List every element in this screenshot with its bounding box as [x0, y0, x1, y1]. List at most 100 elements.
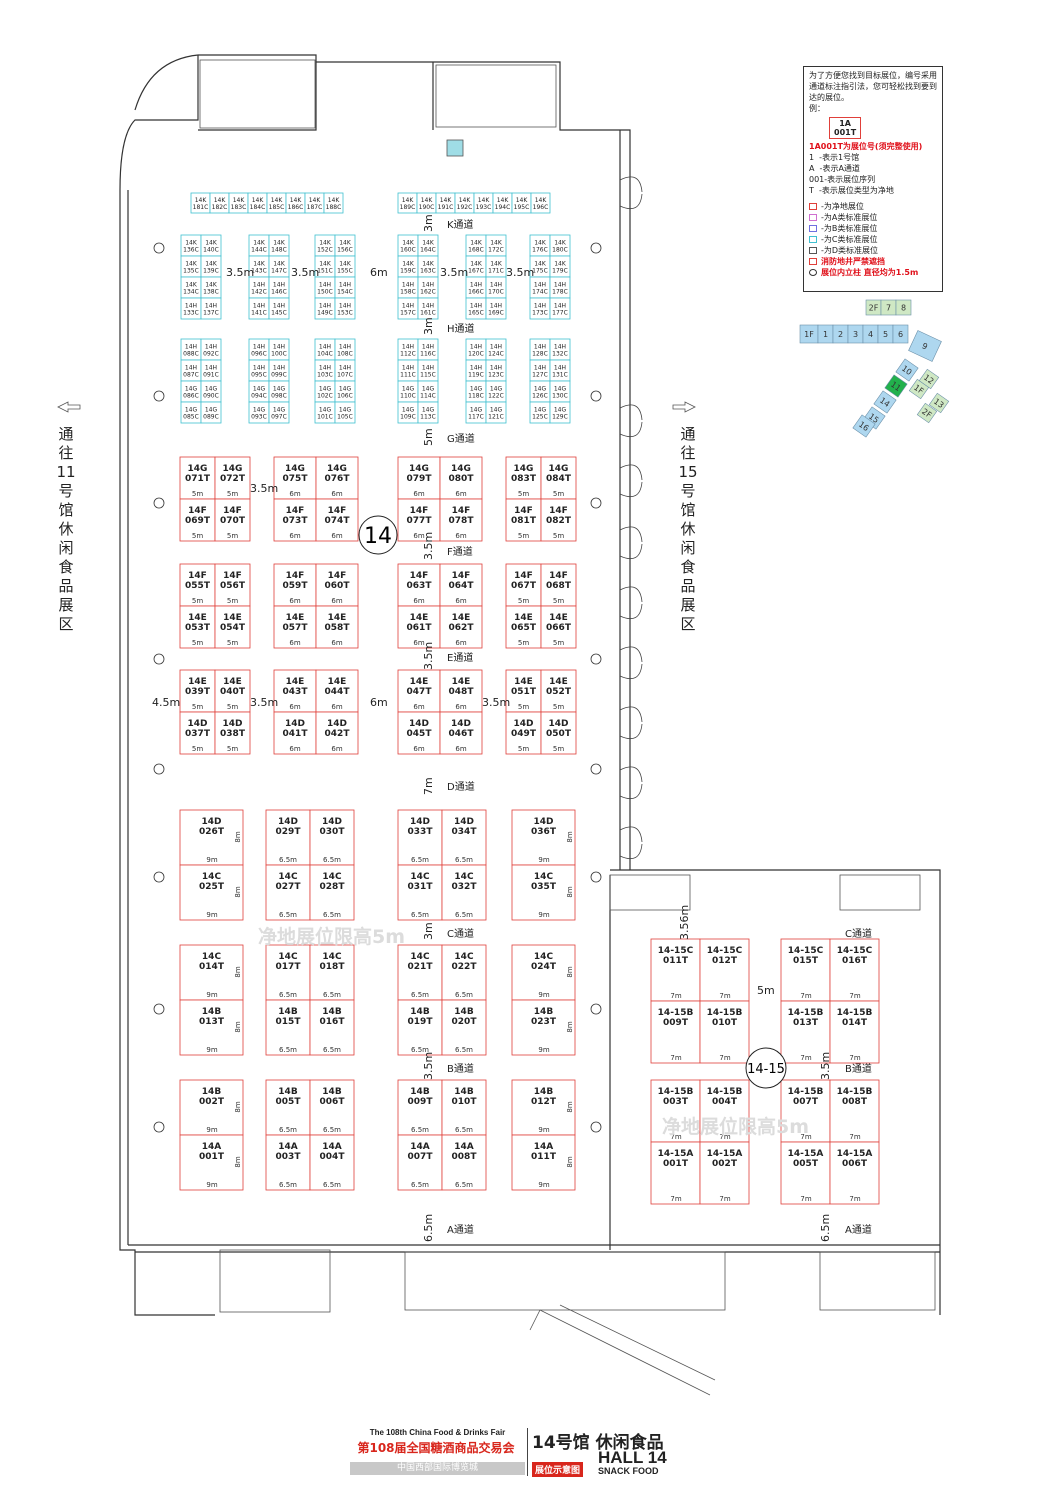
booth[interactable]: 14K194C — [492, 192, 513, 214]
booth[interactable]: 14F069T — [179, 498, 216, 542]
booth[interactable]: 14C017T — [265, 944, 311, 1001]
booth[interactable]: 14B009T — [397, 1079, 443, 1136]
booth[interactable]: 14K147C — [268, 255, 290, 278]
booth[interactable]: 14-15A001T — [650, 1141, 701, 1205]
booth[interactable]: 14G122C — [485, 380, 507, 403]
booth[interactable]: 14E048T — [439, 669, 483, 713]
booth[interactable]: 14E047T — [397, 669, 441, 713]
booth[interactable]: 14G093C — [248, 401, 270, 424]
booth[interactable]: 14H170C — [485, 276, 507, 299]
booth[interactable]: 14H150C — [314, 276, 336, 299]
booth[interactable]: 14K189C — [397, 192, 418, 214]
booth[interactable]: 14K140C — [200, 234, 222, 257]
booth[interactable]: 14D049T — [505, 711, 542, 755]
booth[interactable]: 14H165C — [465, 297, 487, 320]
booth[interactable]: 14G117C — [465, 401, 487, 424]
booth[interactable]: 14D038T — [214, 711, 251, 755]
booth[interactable]: 14K167C — [465, 255, 487, 278]
booth[interactable]: 14K179C — [549, 255, 571, 278]
booth[interactable]: 14G126C — [529, 380, 551, 403]
booth[interactable]: 14E058T — [315, 605, 359, 649]
booth[interactable]: 14H173C — [529, 297, 551, 320]
booth[interactable]: 14G125C — [529, 401, 551, 424]
booth[interactable]: 14K168C — [465, 234, 487, 257]
booth[interactable]: 14-15C016T — [829, 938, 880, 1002]
booth[interactable]: 14K186C — [285, 192, 306, 214]
booth[interactable]: 14A001T — [179, 1134, 244, 1191]
booth[interactable]: 14G102C — [314, 380, 336, 403]
booth[interactable]: 14K192C — [454, 192, 475, 214]
booth[interactable]: 14F082T — [540, 498, 577, 542]
booth[interactable]: 14E051T — [505, 669, 542, 713]
booth[interactable]: 14B020T — [441, 999, 487, 1056]
booth[interactable]: 14-15B014T — [829, 1000, 880, 1064]
booth[interactable]: 14G079T — [397, 456, 441, 500]
booth[interactable]: 14E062T — [439, 605, 483, 649]
booth[interactable]: 14K180C — [549, 234, 571, 257]
booth[interactable]: 14B019T — [397, 999, 443, 1056]
booth[interactable]: 14K135C — [180, 255, 202, 278]
booth[interactable]: 14A004T — [309, 1134, 355, 1191]
booth[interactable]: 14C031T — [397, 864, 443, 921]
booth[interactable]: 14-15C012T — [699, 938, 750, 1002]
booth[interactable]: 14E040T — [214, 669, 251, 713]
booth[interactable]: 14H145C — [268, 297, 290, 320]
booth[interactable]: 14-15B009T — [650, 1000, 701, 1064]
booth[interactable]: 14C021T — [397, 944, 443, 1001]
booth[interactable]: 14E053T — [179, 605, 216, 649]
booth[interactable]: 14H142C — [248, 276, 270, 299]
booth[interactable]: 14H149C — [314, 297, 336, 320]
booth[interactable]: 14B012T — [511, 1079, 576, 1136]
booth[interactable]: 14H119C — [465, 359, 487, 382]
booth[interactable]: 14D037T — [179, 711, 216, 755]
booth[interactable]: 14F074T — [315, 498, 359, 542]
booth[interactable]: 14D041T — [273, 711, 317, 755]
booth[interactable]: 14K136C — [180, 234, 202, 257]
booth[interactable]: 14H141C — [248, 297, 270, 320]
booth[interactable]: 14K184C — [247, 192, 268, 214]
booth[interactable]: 14F070T — [214, 498, 251, 542]
booth[interactable]: 14-15A002T — [699, 1141, 750, 1205]
booth[interactable]: 14K159C — [397, 255, 419, 278]
booth[interactable]: 14G076T — [315, 456, 359, 500]
booth[interactable]: 14C014T — [179, 944, 244, 1001]
booth[interactable]: 14H108C — [334, 338, 356, 361]
booth[interactable]: 14H158C — [397, 276, 419, 299]
booth[interactable]: 14G075T — [273, 456, 317, 500]
booth[interactable]: 14K155C — [334, 255, 356, 278]
booth[interactable]: 14K188C — [323, 192, 344, 214]
booth[interactable]: 14G086C — [180, 380, 202, 403]
booth[interactable]: 14H153C — [334, 297, 356, 320]
booth[interactable]: 14G083T — [505, 456, 542, 500]
booth[interactable]: 14E039T — [179, 669, 216, 713]
booth[interactable]: 14E065T — [505, 605, 542, 649]
booth[interactable]: 14F055T — [179, 563, 216, 607]
booth[interactable]: 14H146C — [268, 276, 290, 299]
booth[interactable]: 14D030T — [309, 809, 355, 866]
booth[interactable]: 14D033T — [397, 809, 443, 866]
booth[interactable]: 14D042T — [315, 711, 359, 755]
booth[interactable]: 14H107C — [334, 359, 356, 382]
booth[interactable]: 14H166C — [465, 276, 487, 299]
booth[interactable]: 14B016T — [309, 999, 355, 1056]
booth[interactable]: 14H103C — [314, 359, 336, 382]
booth[interactable]: 14F067T — [505, 563, 542, 607]
booth[interactable]: 14-15B008T — [829, 1079, 880, 1143]
booth[interactable]: 14H137C — [200, 297, 222, 320]
booth[interactable]: 14G118C — [465, 380, 487, 403]
booth[interactable]: 14G113C — [417, 401, 439, 424]
booth[interactable]: 14G097C — [268, 401, 290, 424]
booth[interactable]: 14G106C — [334, 380, 356, 403]
booth[interactable]: 14C024T — [511, 944, 576, 1001]
booth[interactable]: 14H088C — [180, 338, 202, 361]
booth[interactable]: 14E052T — [540, 669, 577, 713]
booth[interactable]: 14F081T — [505, 498, 542, 542]
booth[interactable]: 14D046T — [439, 711, 483, 755]
booth[interactable]: 14K196C — [530, 192, 551, 214]
booth[interactable]: 14F073T — [273, 498, 317, 542]
booth[interactable]: 14C018T — [309, 944, 355, 1001]
booth[interactable]: 14H174C — [529, 276, 551, 299]
booth[interactable]: 14K144C — [248, 234, 270, 257]
booth[interactable]: 14A007T — [397, 1134, 443, 1191]
booth[interactable]: 14A003T — [265, 1134, 311, 1191]
